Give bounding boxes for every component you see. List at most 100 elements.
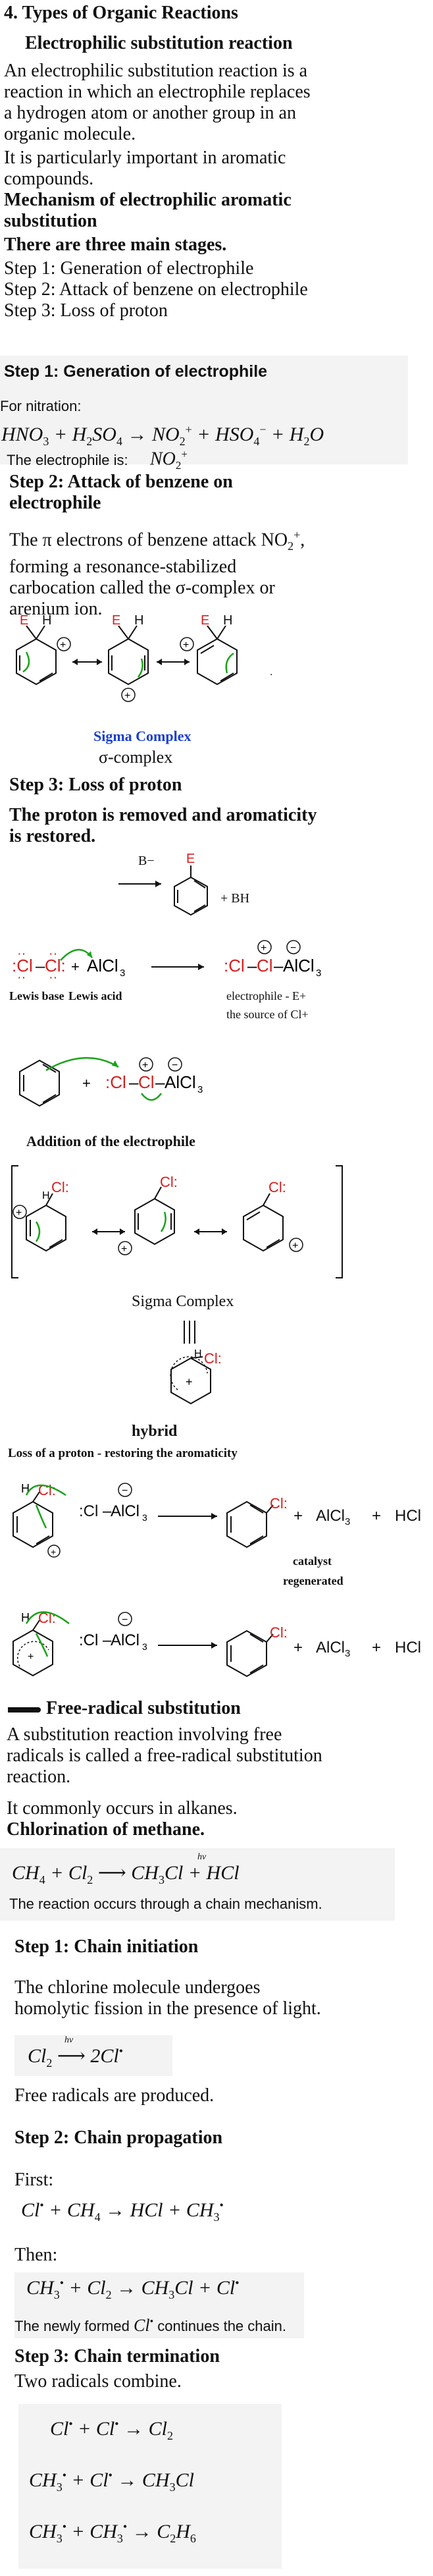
list-item: Step 3: Loss of proton [4,300,168,321]
plus-sign: + [372,1639,382,1657]
svg-text:Cl: Cl [257,956,273,975]
chlorination-heading: Chlorination of methane. [7,1819,205,1840]
hybrid-label: hybrid [132,1423,178,1440]
svg-text:+: + [82,1075,91,1091]
resonance-structure-2: E H + [108,613,149,702]
svg-text:+: + [124,690,130,701]
initiation-paragraph: The chlorine molecule undergoes homolyti… [14,1977,321,2019]
svg-text::Cl: :Cl [224,956,245,975]
svg-text::Cl: :Cl [79,1631,98,1649]
sigma-complex-label: Sigma Complex [93,728,191,744]
svg-text:3: 3 [197,1084,203,1095]
intro-paragraph: An electrophilic substitution reaction i… [4,61,311,144]
page-title: 4. Types of Organic Reactions [4,3,238,23]
addition-figure: + :Cl – Cl – AlCl 3 + − [19,1057,203,1107]
svg-text:AlCl: AlCl [111,1631,140,1649]
svg-text:Cl:: Cl: [51,1179,69,1195]
svg-text:–: – [274,956,284,975]
plus-sign: + [293,1639,303,1657]
initiation-equation: Cl2 ⟶ 2Cl• [28,2044,124,2069]
svg-text:H: H [42,613,51,628]
svg-text:+: + [60,640,66,651]
svg-text:–: – [155,1072,165,1092]
svg-text:··: ·· [17,970,26,985]
termination-box: Cl• + Cl• → Cl2 CH3• + Cl• → CH3Cl CH3• … [18,2404,282,2569]
svg-text:3: 3 [142,1641,147,1652]
svg-text:H: H [42,1190,50,1201]
svg-text:AlCl: AlCl [283,956,315,975]
initiation-heading: Step 1: Chain initiation [14,1936,199,1957]
step2-paragraph: The π electrons of benzene attack NO2+, … [9,528,305,619]
initiation-equation-box: hν Cl2 ⟶ 2Cl• [14,2035,172,2076]
proton-loss-figure: E [118,852,208,916]
free-radical-heading: Free-radical substitution [46,1698,241,1718]
sigma-complex-greek: σ-complex [99,748,173,767]
two-radicals-text: Two radicals combine. [14,2371,182,2392]
electrophile-note-2: the source of Cl+ [226,1008,309,1021]
svg-text:−: − [122,1614,128,1626]
propagation-equation-2: CH3• + Cl2 → CH3Cl + Cl• [26,2276,240,2301]
svg-text:Cl:: Cl: [270,1495,288,1512]
step1-box: Step 1: Generation of electrophile For n… [0,356,408,472]
lewis-acid-base-figure: :Cl – Cl: ·· ·· ·· ·· + AlCl 3 :Cl – Cl … [12,940,321,985]
svg-text:+: + [71,958,80,975]
svg-text:−: − [290,943,296,954]
svg-text:+: + [186,1375,193,1388]
continues-chain-text: The newly formed Cl• continues the chain… [14,2316,286,2335]
hybrid-figure: + Cl: H [170,1321,222,1405]
radicals-produced: Free radicals are produced. [14,2085,215,2106]
lewis-acid-label: Lewis acid [68,989,122,1002]
svg-text::Cl: :Cl [79,1502,98,1520]
svg-text:+: + [261,943,267,954]
svg-text:E: E [201,613,209,628]
svg-text:··: ·· [49,946,57,961]
svg-text:–: – [103,1631,112,1649]
alcl3-product-b: AlCl3 [316,1639,351,1659]
proton-loss-figure-b: + H Cl: :Cl – AlCl 3 − Cl: [13,1610,288,1678]
list-item: Step 2: Attack of benzene on electrophil… [4,279,308,300]
sigma-complex-label-2: Sigma Complex [132,1293,234,1310]
list-item: Step 1: Generation of electrophile [4,258,254,279]
svg-text:+: + [16,1207,22,1219]
bh-label: + BH [220,891,250,906]
chloro-structure-1: Cl: H + [13,1179,69,1252]
base-label: B− [138,854,155,868]
svg-text:E: E [112,613,120,628]
svg-text::Cl: :Cl [105,1072,126,1092]
addition-label: Addition of the electrophile [26,1133,195,1149]
free-radical-intro: A substitution reaction involving free r… [7,1724,322,1787]
svg-text:+: + [121,1244,127,1255]
svg-text:3: 3 [316,968,321,979]
svg-text:–: – [247,956,257,975]
for-nitration: For nitration: [0,398,82,414]
svg-text:E: E [186,852,195,866]
svg-text:–: – [129,1072,139,1092]
plus-sign: + [293,1507,303,1525]
termination-equation-3: CH3• + CH3• → C2H6 [29,2520,196,2545]
svg-text:–: – [36,956,45,975]
lewis-base-label: Lewis base [9,989,64,1002]
svg-text:E: E [20,613,28,628]
svg-text:+: + [183,640,189,651]
svg-text:−: − [172,1060,178,1071]
proton-loss-figure-a: H Cl: + :Cl – AlCl 3 − Cl: [13,1482,288,1558]
chloro-structure-3: Cl: + [243,1179,303,1252]
svg-text:3: 3 [142,1512,147,1523]
step1-heading: Step 1: Generation of electrophile [4,362,268,381]
alkanes-line: It commonly occurs in alkanes. [7,1798,238,1819]
svg-text:−: − [122,1485,128,1496]
step2-heading: Step 2: Attack of benzene on electrophil… [9,472,233,513]
svg-text:Cl:: Cl: [270,1624,288,1641]
hv-label: hν [64,2035,74,2045]
svg-text:AlCl: AlCl [165,1072,196,1092]
steps-list: Step 1: Generation of electrophile Step … [4,258,308,321]
first-label: First: [14,2170,54,2190]
chlorination-equation: CH4 + Cl2 ⟶ CH3Cl + HCl [12,1862,240,1886]
svg-text:··: ·· [49,970,57,985]
svg-text:Cl:: Cl: [160,1174,178,1190]
electrophile-note-1: electrophile - E+ [226,989,307,1002]
chloro-structure-2: Cl: + [118,1174,178,1255]
arrow-bullet-icon [8,1707,41,1713]
svg-text:.: . [270,667,272,678]
subtitle: Electrophilic substitution reaction [25,33,293,53]
